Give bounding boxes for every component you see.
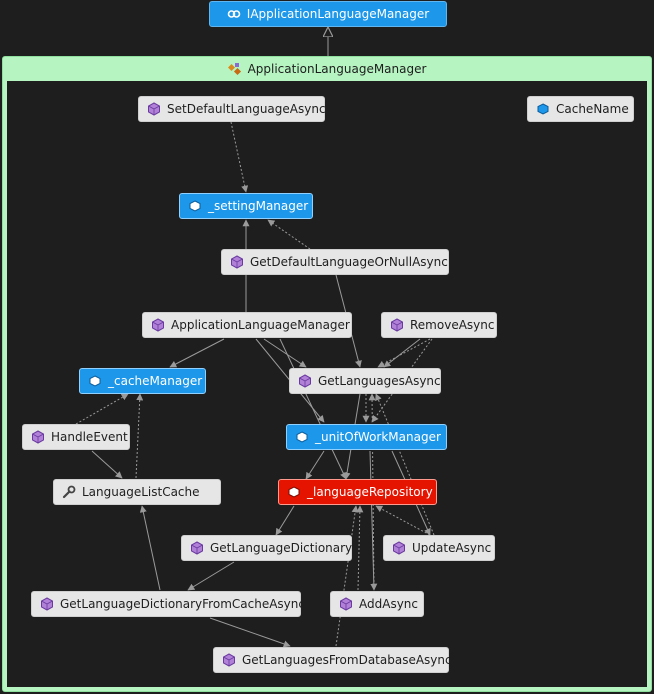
method-icon bbox=[222, 653, 236, 667]
node-label: CacheName bbox=[556, 102, 629, 116]
method-icon bbox=[147, 102, 161, 116]
method-icon bbox=[298, 374, 312, 388]
node-ctor[interactable]: ApplicationLanguageManager bbox=[142, 312, 352, 338]
node-label: _languageRepository bbox=[307, 485, 433, 499]
node-label: GetLanguageDictionaryFromCacheAsync bbox=[60, 597, 305, 611]
method-icon bbox=[339, 597, 353, 611]
node-label: UpdateAsync bbox=[412, 541, 492, 555]
node-language-list-cache[interactable]: LanguageListCache bbox=[53, 479, 221, 505]
node-get-language-dictionary[interactable]: GetLanguageDictionary bbox=[181, 535, 352, 561]
node-label: AddAsync bbox=[359, 597, 418, 611]
field-icon bbox=[295, 430, 309, 444]
interface-node[interactable]: IApplicationLanguageManager bbox=[209, 1, 447, 27]
node-remove-async[interactable]: RemoveAsync bbox=[381, 312, 497, 338]
node-label: RemoveAsync bbox=[410, 318, 495, 332]
interface-label: IApplicationLanguageManager bbox=[246, 7, 430, 21]
node-cache-name[interactable]: CacheName bbox=[527, 96, 634, 122]
method-icon bbox=[392, 541, 406, 555]
node-label: GetLanguagesAsync bbox=[318, 374, 441, 388]
interface-icon bbox=[227, 7, 241, 21]
node-add-async[interactable]: AddAsync bbox=[330, 591, 424, 617]
node-get-languages-async[interactable]: GetLanguagesAsync bbox=[289, 368, 441, 394]
node-language-repository[interactable]: _languageRepository bbox=[278, 479, 437, 505]
node-handle-event[interactable]: HandleEvent bbox=[22, 424, 130, 450]
node-setting-manager[interactable]: _settingManager bbox=[179, 193, 313, 219]
method-icon bbox=[151, 318, 165, 332]
node-label: LanguageListCache bbox=[82, 485, 200, 499]
class-container-label: ApplicationLanguageManager bbox=[247, 62, 427, 76]
node-label: ApplicationLanguageManager bbox=[171, 318, 350, 332]
node-get-languages-from-database-async[interactable]: GetLanguagesFromDatabaseAsync bbox=[213, 647, 452, 673]
node-label: SetDefaultLanguageAsync bbox=[167, 102, 326, 116]
node-label: GetDefaultLanguageOrNullAsync bbox=[250, 255, 448, 269]
node-label: _unitOfWorkManager bbox=[315, 430, 441, 444]
node-cache-manager[interactable]: _cacheManager bbox=[79, 368, 206, 394]
node-get-default-language-or-null-async[interactable]: GetDefaultLanguageOrNullAsync bbox=[221, 249, 449, 275]
class-icon bbox=[227, 62, 242, 76]
method-icon bbox=[390, 318, 404, 332]
node-label: _cacheManager bbox=[108, 374, 203, 388]
field-icon bbox=[188, 199, 202, 213]
node-set-default-language-async[interactable]: SetDefaultLanguageAsync bbox=[138, 96, 326, 122]
method-icon bbox=[31, 430, 45, 444]
wrench-icon bbox=[62, 485, 76, 499]
method-icon bbox=[190, 541, 204, 555]
field-icon bbox=[88, 374, 102, 388]
node-get-language-dictionary-from-cache-async[interactable]: GetLanguageDictionaryFromCacheAsync bbox=[31, 591, 305, 617]
node-label: HandleEvent bbox=[51, 430, 128, 444]
node-update-async[interactable]: UpdateAsync bbox=[383, 535, 495, 561]
field-icon bbox=[536, 102, 550, 116]
method-icon bbox=[230, 255, 244, 269]
node-label: GetLanguagesFromDatabaseAsync bbox=[242, 653, 452, 667]
method-icon bbox=[40, 597, 54, 611]
field-icon bbox=[287, 485, 301, 499]
node-label: _settingManager bbox=[208, 199, 309, 213]
class-container-header: ApplicationLanguageManager bbox=[3, 57, 651, 81]
node-label: GetLanguageDictionary bbox=[210, 541, 353, 555]
node-unit-of-work-manager[interactable]: _unitOfWorkManager bbox=[286, 424, 447, 450]
